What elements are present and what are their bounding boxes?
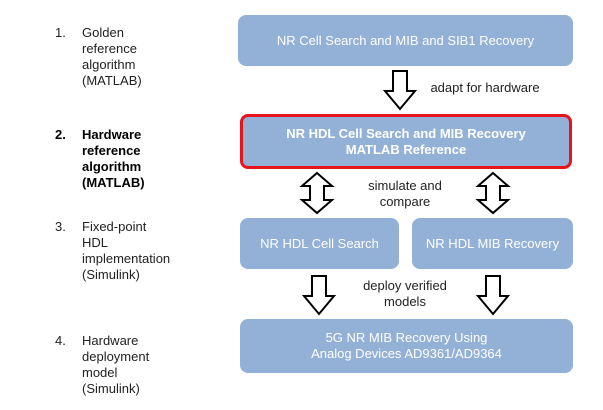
step-3-number: 3. <box>55 219 66 234</box>
step-4-text: Hardware deployment model (Simulink) <box>82 333 150 396</box>
adapt-note: adapt for hardware <box>430 80 540 95</box>
simulate-note: simulate and compare <box>368 178 442 209</box>
down-arrow-deploy-right <box>475 275 511 316</box>
deployment-box: 5G NR MIB Recovery Using Analog Devices … <box>240 319 573 373</box>
step-1-number: 1. <box>55 25 66 40</box>
step-1-text: Golden reference algorithm (MATLAB) <box>82 25 142 88</box>
step-3-text: Fixed-point HDL implementation (Simulink… <box>82 219 171 282</box>
cell-search-box: NR HDL Cell Search <box>240 218 399 269</box>
double-arrow-left <box>299 171 335 215</box>
deploy-note: deploy verified models <box>363 278 447 309</box>
step-2-number: 2. <box>55 127 66 142</box>
step-4-number: 4. <box>55 333 66 348</box>
hardware-reference-box: NR HDL Cell Search and MIB Recovery MATL… <box>240 114 572 169</box>
step-2-text: Hardware reference algorithm (MATLAB) <box>82 127 145 190</box>
down-arrow-deploy-left <box>301 275 337 316</box>
down-arrow-adapt <box>382 70 418 111</box>
golden-reference-box: NR Cell Search and MIB and SIB1 Recovery <box>238 15 573 66</box>
double-arrow-right <box>475 171 511 215</box>
mib-recovery-box: NR HDL MIB Recovery <box>412 218 573 269</box>
